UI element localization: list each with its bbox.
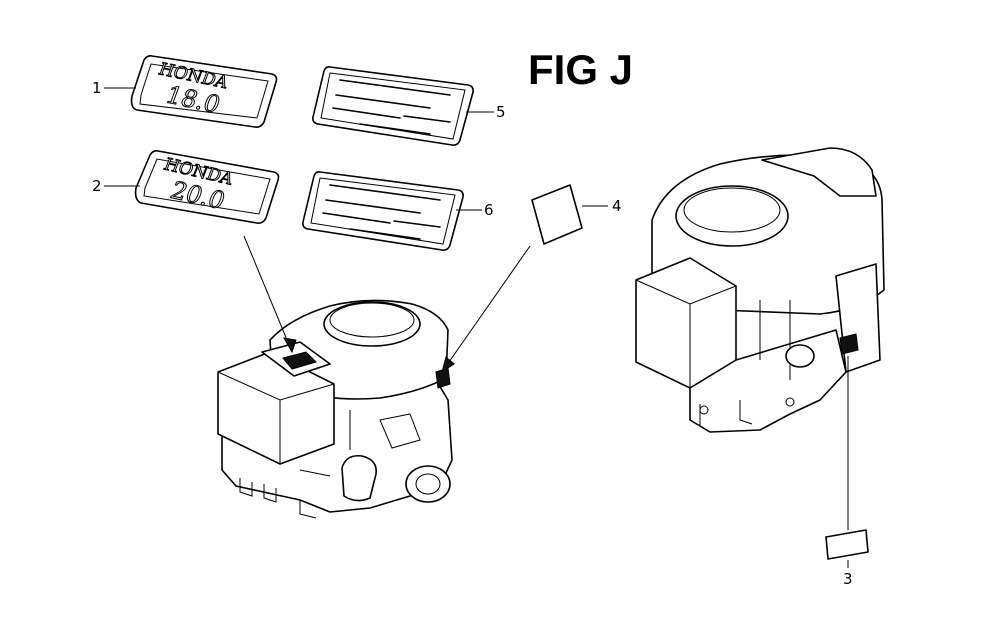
callout-6: 6 [484,201,494,219]
spec-plate-part-5 [312,66,474,146]
callout-2: 2 [92,177,102,195]
emblem-part-1: HONDA 18.0 [130,55,278,128]
callout-4: 4 [612,197,622,215]
emblem-part-2: HONDA 20.0 [134,150,280,224]
arrow-emblem-to-engine [243,235,293,353]
callout-5: 5 [496,103,506,121]
blank-label-part-4 [531,184,583,245]
small-label-part-3 [825,529,869,560]
callout-1: 1 [92,79,102,97]
callout-numbers: 1 2 3 4 5 6 [92,79,853,588]
leader-lines [104,87,849,568]
figure-title: FIG J [528,46,633,93]
spec-plate-5-text-bars [332,79,451,135]
engine-left [217,299,453,519]
spec-plate-part-6 [302,171,464,251]
callout-3: 3 [843,570,853,588]
spec-plate-6-text-bars [322,184,441,240]
arrow-label4-to-engine [441,245,531,373]
engine-right [635,147,885,433]
